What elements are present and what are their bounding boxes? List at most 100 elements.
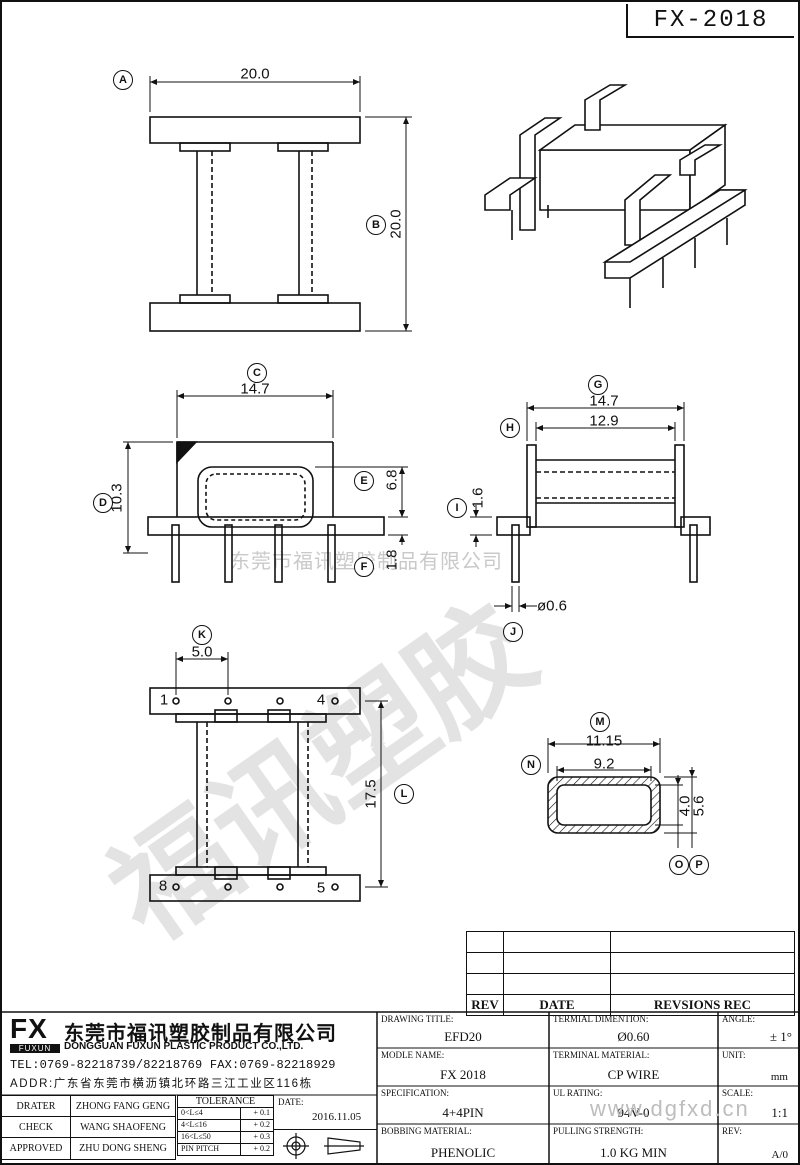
pulling-strength-label: PULLING STRENGTH:	[553, 1126, 644, 1136]
callout-n: N	[521, 755, 541, 775]
tol-value-4: + 0.2	[240, 1143, 274, 1156]
pulling-strength-value: 1.0 KG MIN	[600, 1145, 667, 1160]
callout-l: L	[394, 784, 414, 804]
rev-cell: REV: A/0	[718, 1124, 798, 1164]
callout-b: B	[366, 215, 386, 235]
date-label: DATE:	[278, 1097, 304, 1107]
callout-p: P	[689, 855, 709, 875]
watermark-url: www.dgfxd.cn	[590, 1096, 750, 1121]
callout-m: M	[590, 712, 610, 732]
callout-o: O	[669, 855, 689, 875]
dim-i-value: 1.6	[469, 487, 487, 509]
model-name-cell: MODLE NAME: FX 2018	[377, 1048, 549, 1086]
core-section-view	[547, 738, 697, 848]
unit-cell: UNIT: mm	[718, 1048, 798, 1086]
dim-a-value: 20.0	[240, 65, 270, 83]
model-name-label: MODLE NAME:	[381, 1050, 445, 1060]
logo-subtext: FUXUN	[10, 1044, 60, 1053]
dim-g-value: 14.7	[589, 392, 619, 410]
terminal-material-label: TERMINAL MATERIAL:	[553, 1050, 650, 1060]
dim-n-value: 9.2	[593, 755, 615, 773]
scale-value: 1:1	[771, 1105, 788, 1120]
dim-j-value: ø0.6	[536, 597, 568, 615]
callout-a: A	[113, 70, 133, 90]
projection-symbol	[283, 1133, 364, 1159]
company-logo: FX FUXUN	[10, 1015, 60, 1053]
scale-label: SCALE:	[722, 1088, 754, 1098]
tol-range-1: 0<L≤4	[176, 1107, 242, 1120]
date-cell: DATE: 2016.11.05	[274, 1095, 377, 1130]
bottom-view	[149, 652, 388, 902]
terminal-dimention-label: TERMIAL DIMENTION:	[553, 1014, 649, 1024]
pin-8-label: 8	[158, 877, 168, 895]
callout-f: F	[354, 557, 374, 577]
drawing-title-label: DRAWING TITLE:	[381, 1014, 454, 1024]
approved-label: APPROVED	[1, 1137, 71, 1160]
ul-rating-cell: UL RATING: 94V-0	[549, 1086, 718, 1124]
dim-k-value: 5.0	[191, 643, 213, 661]
isometric-view	[484, 84, 748, 308]
angle-cell: ANGLE: ± 1°	[718, 1012, 798, 1048]
dim-c-value: 14.7	[240, 380, 270, 398]
scale-cell: SCALE: 1:1	[718, 1086, 798, 1124]
drater-name: ZHONG FANG GENG	[70, 1095, 176, 1117]
ul-rating-label: UL RATING:	[553, 1088, 603, 1098]
terminal-dimention-cell: TERMIAL DIMENTION: Ø0.60	[549, 1012, 718, 1048]
drawing-title-cell: DRAWING TITLE: EFD20	[377, 1012, 549, 1048]
approved-name: ZHU DONG SHENG	[70, 1137, 176, 1160]
callout-c: C	[247, 363, 267, 383]
pin-4-label: 4	[316, 691, 326, 709]
angle-value: ± 1°	[769, 1029, 792, 1044]
pin-1-label: 1	[159, 691, 169, 709]
check-label: CHECK	[1, 1116, 71, 1138]
company-address: ADDR:广东省东莞市横沥镇北环路三江工业区116栋	[10, 1078, 313, 1090]
terminal-dimention-value: Ø0.60	[617, 1029, 650, 1044]
date-value: 2016.11.05	[312, 1111, 362, 1123]
specification-label: SPECIFICATION:	[381, 1088, 450, 1098]
tol-range-3: 16<L≤50	[176, 1131, 242, 1144]
rev-label: REV:	[722, 1126, 742, 1136]
dim-p-value: 5.6	[690, 795, 708, 817]
dim-f-value: 1.8	[383, 549, 401, 571]
logo-text: FX	[10, 1013, 48, 1044]
tol-value-3: + 0.3	[240, 1131, 274, 1144]
company-name-cn: 东莞市福讯塑胶制品有限公司	[64, 1023, 337, 1045]
pulling-strength-cell: PULLING STRENGTH: 1.0 KG MIN	[549, 1124, 718, 1164]
part-number: FX-2018	[626, 4, 794, 38]
tolerance-title: TOLERANCE	[177, 1095, 274, 1108]
tol-value-1: + 0.1	[240, 1107, 274, 1120]
revisions-header: REVSIONS REC	[610, 994, 795, 1016]
terminal-material-cell: TERMINAL MATERIAL: CP WIRE	[549, 1048, 718, 1086]
bobbin-material-cell: BOBBING MATERIAL: PHENOLIC	[377, 1124, 549, 1164]
angle-label: ANGLE:	[722, 1014, 755, 1024]
check-name: WANG SHAOFENG	[70, 1116, 176, 1138]
tolerance-table: TOLERANCE 0<L≤4+ 0.1 4<L≤16+ 0.2 16<L≤50…	[176, 1095, 274, 1156]
front-view	[123, 390, 408, 583]
callout-k: K	[192, 625, 212, 645]
rev-value: A/0	[771, 1149, 789, 1161]
drawing-title-value: EFD20	[444, 1029, 482, 1044]
specification-cell: SPECIFICATION: 4+4PIN	[377, 1086, 549, 1124]
tol-value-2: + 0.2	[240, 1119, 274, 1132]
drater-label: DRATER	[1, 1095, 71, 1117]
dim-h-value: 12.9	[589, 412, 619, 430]
callout-i: I	[447, 498, 467, 518]
company-tel: TEL:0769-82218739/82218769 FAX:0769-8221…	[10, 1058, 336, 1072]
model-name-value: FX 2018	[440, 1067, 486, 1082]
bobbin-material-value: PHENOLIC	[430, 1145, 496, 1160]
callout-g: G	[588, 375, 608, 395]
date-header: DATE	[503, 994, 611, 1016]
specification-value: 4+4PIN	[442, 1105, 484, 1120]
terminal-material-value: CP WIRE	[607, 1067, 660, 1082]
bobbin-material-label: BOBBING MATERIAL:	[381, 1126, 472, 1136]
ul-rating-value: 94V-0	[617, 1105, 650, 1120]
side-view	[470, 402, 711, 612]
callout-h: H	[500, 418, 520, 438]
dim-l-value: 17.5	[362, 779, 380, 809]
unit-value: mm	[770, 1071, 788, 1083]
callout-d: D	[93, 493, 113, 513]
callout-j: J	[503, 622, 523, 642]
top-view	[149, 76, 412, 332]
